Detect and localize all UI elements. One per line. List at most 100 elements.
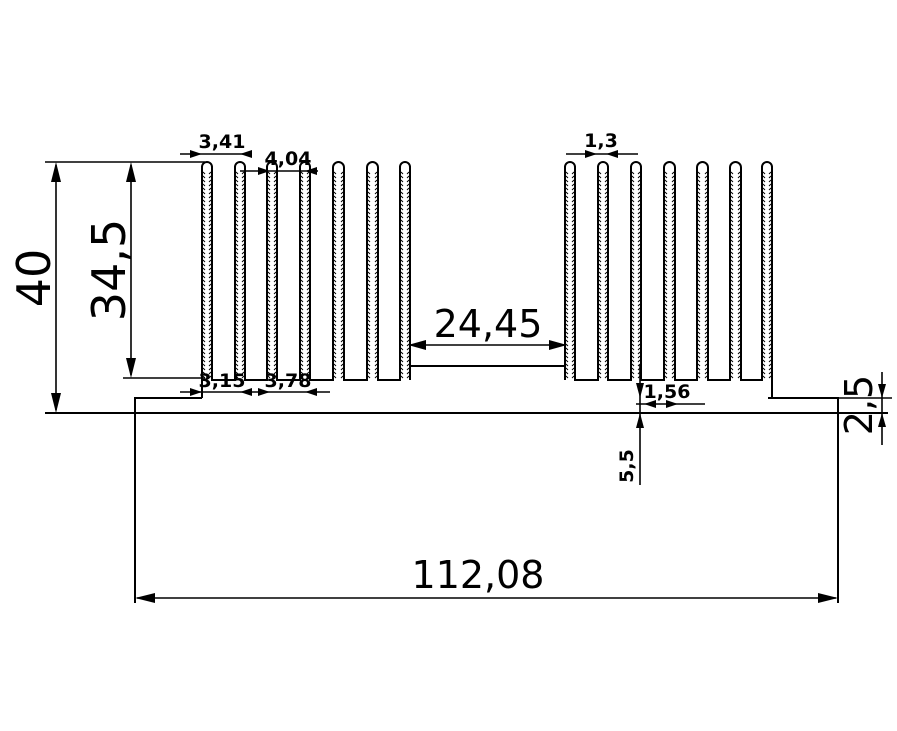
fin-hatch-line	[306, 311, 310, 315]
fin-hatch-line	[400, 251, 404, 255]
fin-hatch-line	[333, 211, 337, 215]
fin-hatch-line	[730, 259, 734, 263]
fin-hatch-line	[604, 343, 608, 347]
fin-hatch-line	[730, 279, 734, 283]
fin-hatch-line	[671, 319, 675, 323]
fin-hatch-line	[374, 287, 378, 291]
fin-hatch-line	[768, 231, 772, 235]
fin-hatch-line	[737, 251, 741, 255]
fin-hatch-line	[737, 195, 741, 199]
fin-hatch-line	[273, 271, 277, 275]
fin-hatch-line	[671, 247, 675, 251]
fin-hatch-line	[273, 251, 277, 255]
fin-hatch-line	[306, 219, 310, 223]
fin-hatch-line	[762, 295, 766, 299]
fin-hatch-line	[306, 347, 310, 351]
fin-hatch-line	[571, 183, 575, 187]
fin-hatch-line	[704, 331, 708, 335]
fin-hatch-line	[241, 327, 245, 331]
fin-hatch-line	[400, 367, 404, 371]
fin-hatch-line	[202, 267, 206, 271]
fin-hatch-line	[235, 175, 239, 179]
fin-hatch-line	[300, 239, 304, 243]
fin-hatch-line	[768, 191, 772, 195]
fin-hatch-line	[367, 331, 371, 335]
fin-hatch-line	[604, 175, 608, 179]
fin-hatch-line	[273, 327, 277, 331]
fin-hatch-line	[374, 307, 378, 311]
fin-hatch-line	[737, 219, 741, 223]
fin-hatch-line	[664, 171, 668, 175]
fin-hatch-line	[340, 335, 344, 339]
fin-hatch-line	[267, 319, 271, 323]
fin-hatch-line	[400, 327, 404, 331]
fin-hatch-line	[664, 375, 668, 379]
fin-hatch-line	[400, 363, 404, 367]
fin-hatch-line	[762, 279, 766, 283]
fin-hatch-line	[400, 343, 404, 347]
fin-hatch-line	[374, 355, 378, 359]
fin-hatch-line	[631, 371, 635, 375]
fin-hatch-line	[241, 219, 245, 223]
fin-hatch-line	[267, 363, 271, 367]
fin-hatch-line	[730, 243, 734, 247]
fin-hatch-line	[306, 359, 310, 363]
fin-hatch-line	[697, 287, 701, 291]
fin-hatch-line	[267, 239, 271, 243]
fin-hatch-line	[235, 239, 239, 243]
fin-hatch-line	[374, 179, 378, 183]
fin-hatch-line	[340, 211, 344, 215]
fin-hatch-line	[571, 227, 575, 231]
fin-hatch-line	[208, 171, 212, 175]
fin-hatch-line	[400, 195, 404, 199]
fin-hatch-line	[762, 275, 766, 279]
fin-hatch-line	[340, 319, 344, 323]
fin-hatch-line	[340, 303, 344, 307]
fin-hatch-line	[704, 311, 708, 315]
fin-hatch-line	[565, 227, 569, 231]
fin-hatch-line	[664, 179, 668, 183]
fin-hatch-line	[306, 279, 310, 283]
fin-hatch-line	[598, 179, 602, 183]
fin-hatch-line	[340, 351, 344, 355]
fin-hatch-line	[267, 331, 271, 335]
fin-hatch-line	[273, 303, 277, 307]
fin-hatch-line	[241, 283, 245, 287]
fin-hatch-line	[202, 259, 206, 263]
fin-hatch-line	[306, 283, 310, 287]
fin-hatch-line	[637, 211, 641, 215]
fin-hatch-line	[374, 215, 378, 219]
fin-hatch-line	[768, 255, 772, 259]
fin-hatch-line	[208, 375, 212, 379]
fin-hatch-line	[202, 215, 206, 219]
fin-hatch-line	[367, 239, 371, 243]
fin-hatch-line	[730, 359, 734, 363]
fin-hatch-line	[565, 231, 569, 235]
fin-hatch-line	[737, 223, 741, 227]
fin-hatch-line	[704, 219, 708, 223]
fin-hatch-line	[768, 279, 772, 283]
fin-hatch-line	[367, 223, 371, 227]
fin-hatch-line	[241, 359, 245, 363]
fin-hatch-line	[664, 339, 668, 343]
fin-hatch-line	[406, 271, 410, 275]
fin-hatch-line	[300, 191, 304, 195]
fin-hatch-line	[730, 227, 734, 231]
fin-hatch-line	[306, 215, 310, 219]
fin-hatch-line	[235, 199, 239, 203]
fin-hatch-line	[306, 259, 310, 263]
fin-hatch-line	[208, 203, 212, 207]
fin-hatch-line	[273, 291, 277, 295]
fin-hatch-line	[367, 171, 371, 175]
fin-hatch-line	[273, 187, 277, 191]
fin-hatch-line	[367, 287, 371, 291]
fin-hatch-line	[737, 211, 741, 215]
fin-hatch-line	[598, 175, 602, 179]
fin-hatch-line	[235, 323, 239, 327]
fin-hatch-line	[571, 263, 575, 267]
fin-hatch-line	[697, 303, 701, 307]
fin-hatch-line	[571, 235, 575, 239]
fin-hatch-line	[598, 339, 602, 343]
fin-hatch-line	[208, 299, 212, 303]
fin-hatch-line	[374, 359, 378, 363]
